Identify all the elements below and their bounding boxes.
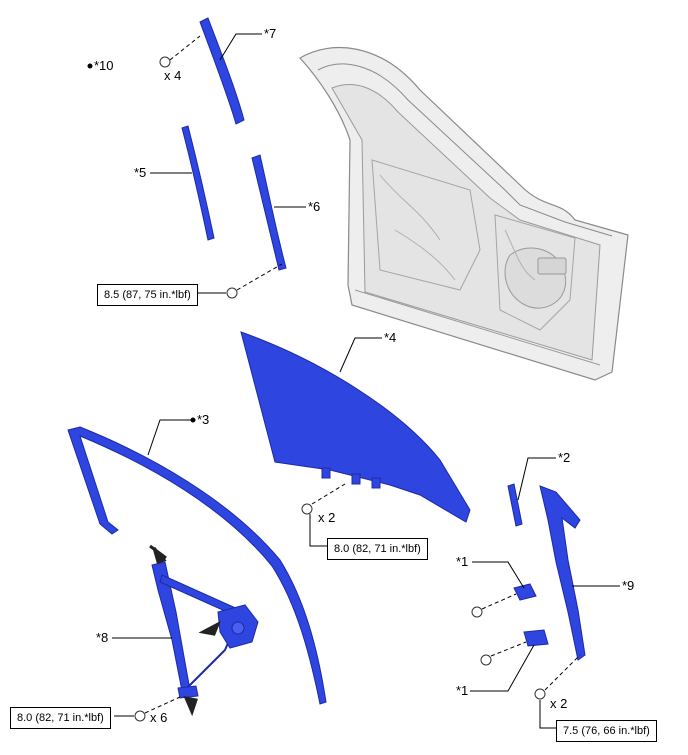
torque-spec-box: 8.0 (82, 71 in.*lbf) bbox=[327, 538, 428, 560]
leader-lines bbox=[112, 33, 620, 692]
torque-spec-box: 8.5 (87, 75 in.*lbf) bbox=[97, 284, 198, 306]
marker-dot bbox=[190, 417, 196, 423]
part-1-bracket-lower bbox=[523, 629, 549, 647]
part-9-front-channel bbox=[539, 485, 586, 661]
part-4-door-glass bbox=[240, 331, 471, 523]
part-7-frame-moulding bbox=[199, 17, 245, 125]
label-part-6: *6 bbox=[308, 199, 320, 214]
assembly-dashed-lines bbox=[144, 35, 581, 714]
part-2-trim-piece bbox=[507, 483, 523, 527]
label-part-2: *2 bbox=[558, 450, 570, 465]
bolt-icon bbox=[134, 56, 546, 722]
label-part-1-lower: *1 bbox=[456, 683, 468, 698]
quantity-clips: x 4 bbox=[164, 68, 181, 83]
part-1-bracket-upper bbox=[513, 583, 537, 601]
quantity-regulator-bolts: x 6 bbox=[150, 710, 167, 725]
torque-value: 7.5 (76, 66 in.*lbf) bbox=[563, 725, 650, 737]
part-3-glass-run bbox=[67, 426, 327, 705]
torque-value: 8.0 (82, 71 in.*lbf) bbox=[17, 712, 104, 724]
torque-value: 8.5 (87, 75 in.*lbf) bbox=[104, 289, 191, 301]
label-part-3: *3 bbox=[197, 412, 209, 427]
label-part-8: *8 bbox=[96, 630, 108, 645]
label-part-9: *9 bbox=[622, 578, 634, 593]
direction-arrow-icon bbox=[149, 544, 221, 717]
label-part-1-upper: *1 bbox=[456, 554, 468, 569]
quantity-glass-bolts: x 2 bbox=[318, 510, 335, 525]
label-part-5: *5 bbox=[134, 165, 146, 180]
marker-dot bbox=[87, 63, 93, 69]
torque-value: 8.0 (82, 71 in.*lbf) bbox=[334, 543, 421, 555]
label-part-10: *10 bbox=[94, 58, 114, 73]
torque-spec-box: 8.0 (82, 71 in.*lbf) bbox=[10, 707, 111, 729]
part-4-glass-tabs bbox=[321, 467, 381, 489]
torque-connectors bbox=[114, 292, 556, 729]
label-part-4: *4 bbox=[384, 330, 396, 345]
front-door-panel bbox=[299, 46, 629, 381]
part-8-window-regulator bbox=[151, 561, 259, 699]
part-6-division-bar bbox=[251, 154, 287, 271]
torque-spec-box: 7.5 (76, 66 in.*lbf) bbox=[556, 720, 657, 742]
label-part-7: *7 bbox=[264, 26, 276, 41]
part-5-channel-strip bbox=[181, 125, 215, 241]
quantity-channel-bolts: x 2 bbox=[550, 696, 567, 711]
